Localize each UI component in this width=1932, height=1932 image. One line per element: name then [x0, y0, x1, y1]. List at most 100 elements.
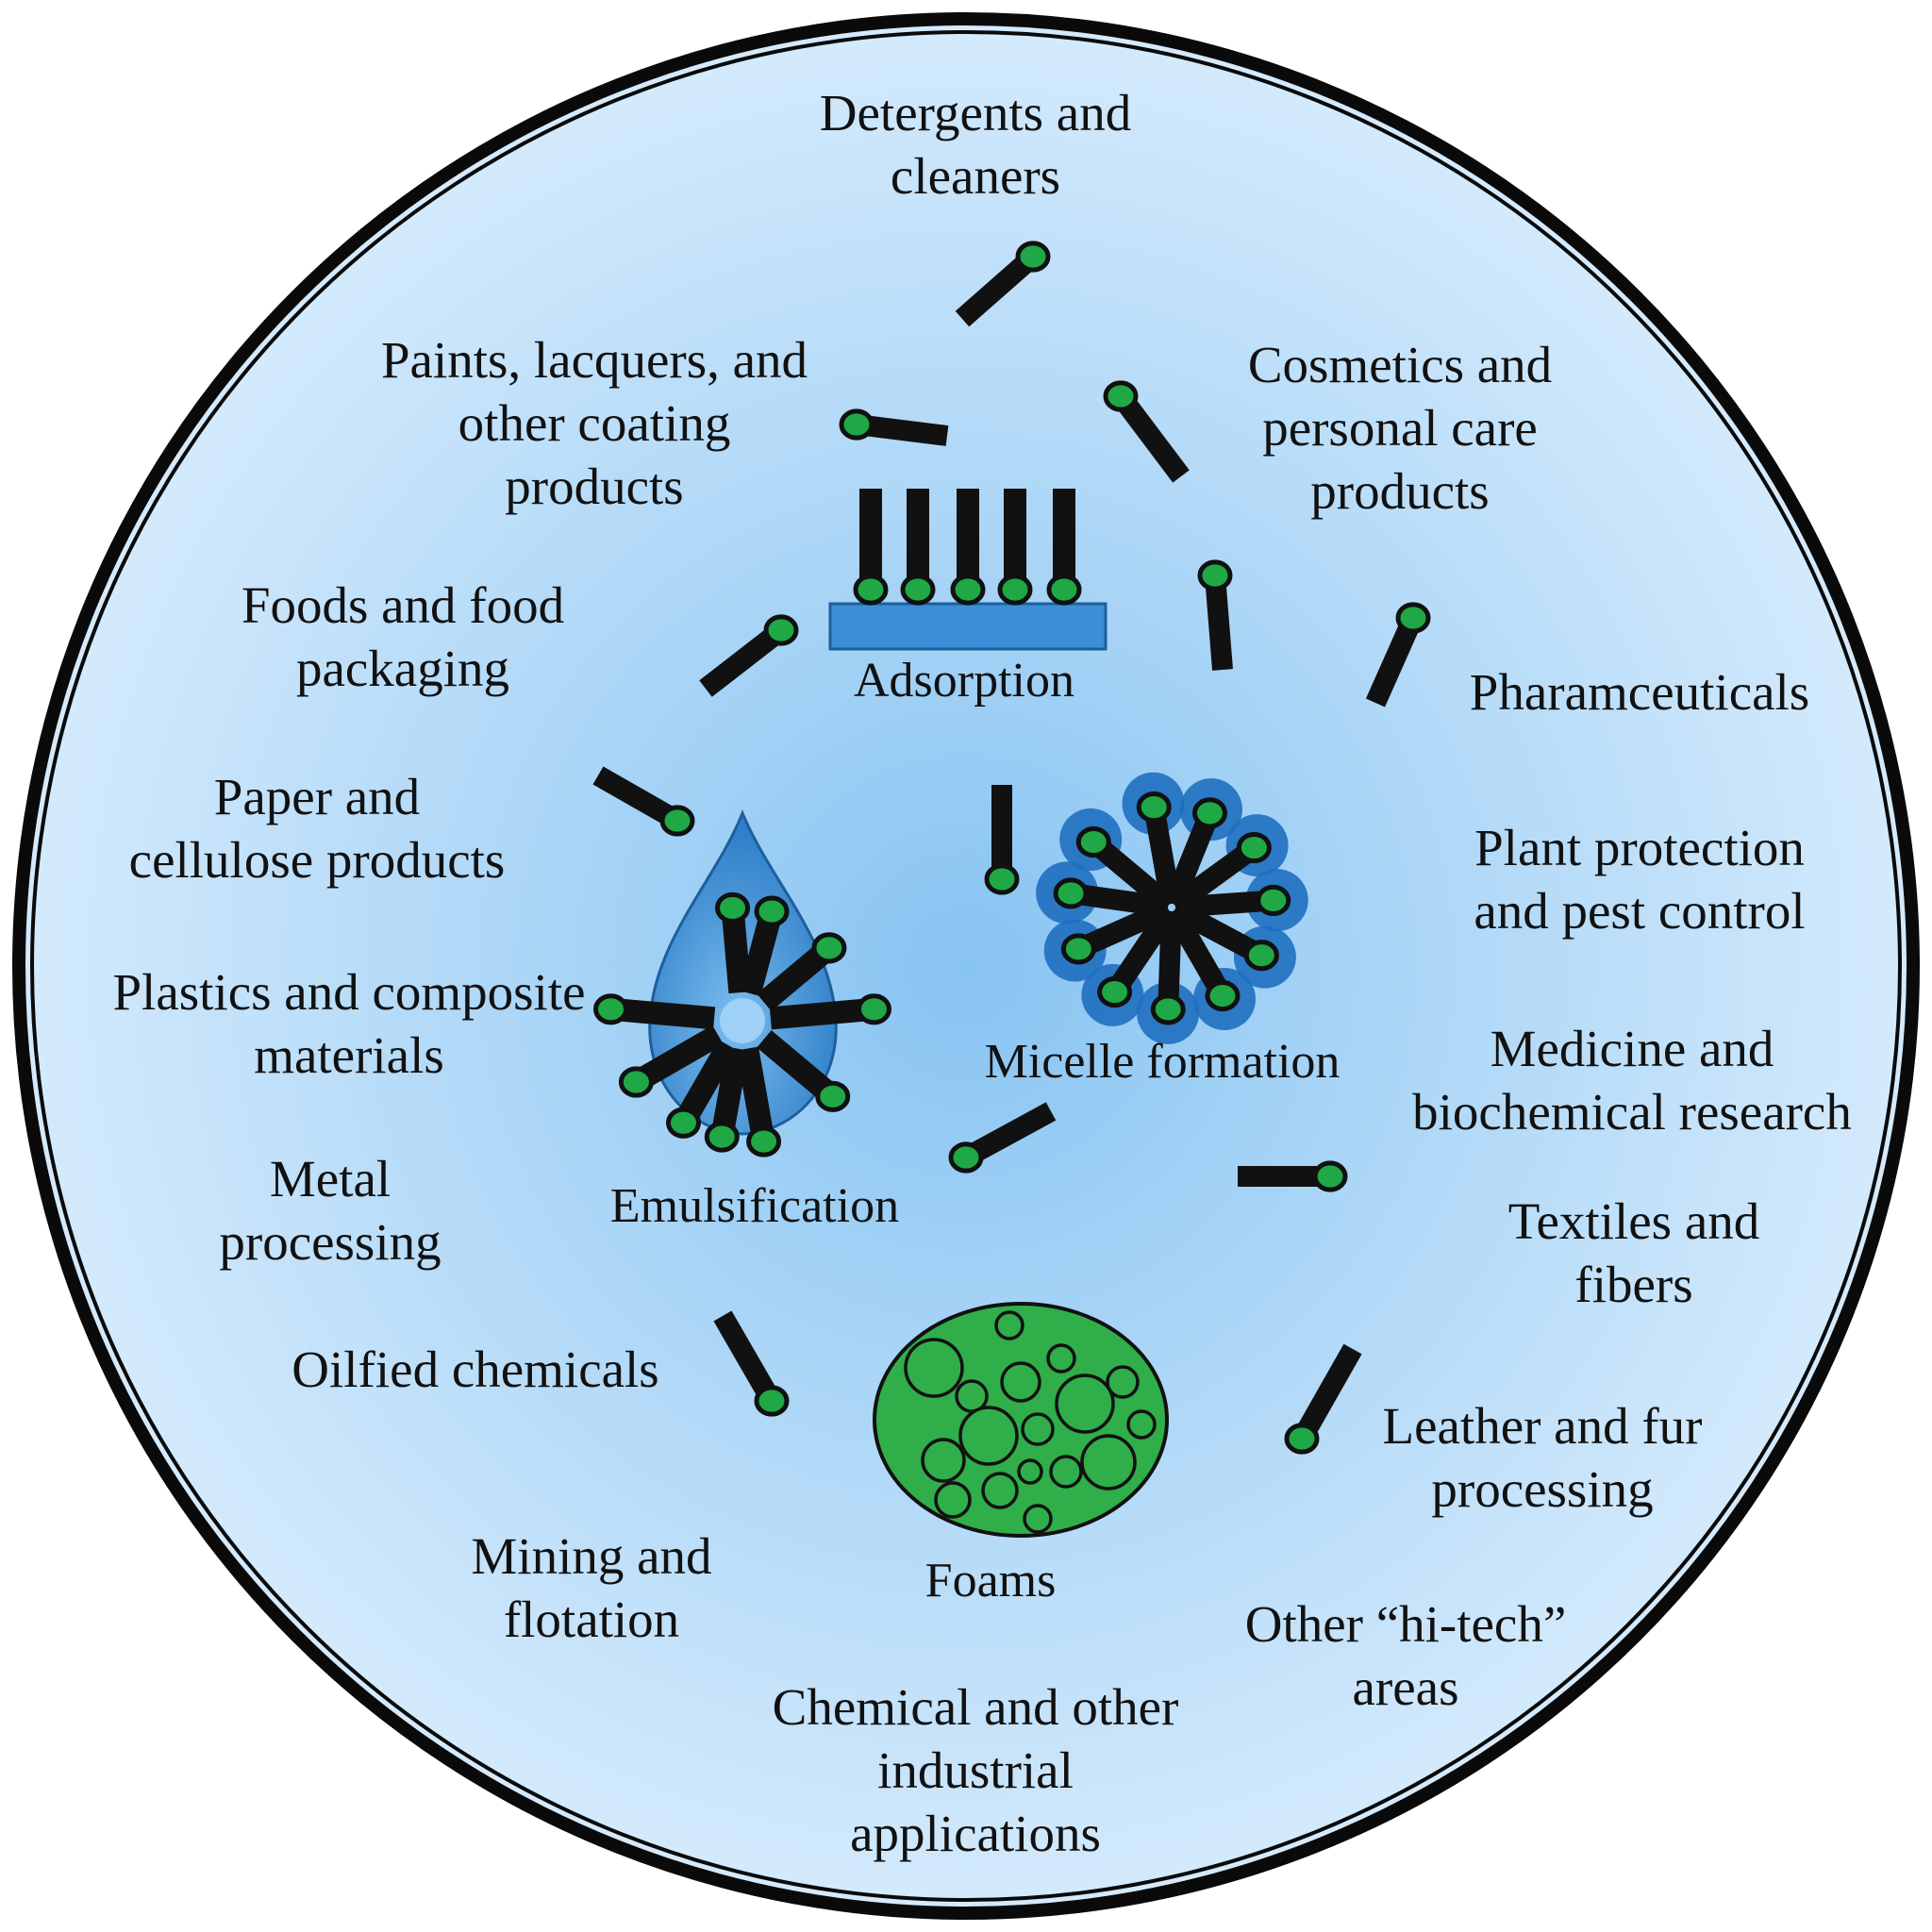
hydrophilic-head — [1236, 831, 1272, 864]
application-label-line: Plant protection — [1474, 819, 1805, 876]
application-label-line: Oilfied chemicals — [291, 1341, 658, 1398]
application-label-line: Paints, lacquers, and — [381, 331, 808, 389]
application-label-line: Plastics and composite — [112, 963, 585, 1021]
free-surfactant — [1103, 380, 1190, 483]
label-micelle-formation: Micelle formation — [985, 1035, 1341, 1089]
application-label-line: packaging — [296, 640, 509, 697]
application-label-line: Chemical and other — [773, 1678, 1179, 1736]
hydrophilic-head — [948, 1141, 984, 1174]
micelle-surfactant — [1097, 905, 1178, 1008]
free-surfactant — [1365, 602, 1431, 708]
free-surfactant — [955, 241, 1051, 327]
application-label-line: Paper and — [214, 768, 420, 825]
hydrophobic-tail — [1112, 390, 1190, 483]
application-label-line: applications — [850, 1805, 1101, 1862]
micelle-surfactant — [1170, 900, 1279, 972]
application-label-line: Pharamceuticals — [1470, 663, 1809, 721]
emulsion-surfactant — [739, 895, 790, 997]
hydrophilic-head — [1136, 791, 1172, 824]
foam-bubble — [1021, 1412, 1055, 1446]
adsorbed-surfactant — [1046, 489, 1082, 606]
hydrophilic-head — [618, 1066, 654, 1098]
micelle-surfactant — [1163, 797, 1227, 908]
application-label-line: and pest control — [1474, 882, 1805, 940]
hydrophilic-head — [1205, 979, 1241, 1012]
foam-bubble — [1049, 1455, 1083, 1489]
hydrophobic-tail — [1205, 575, 1233, 671]
foam-bubble — [981, 1472, 1019, 1509]
application-label: Medicine and biochemical research — [1412, 1020, 1852, 1141]
free-surfactant — [699, 614, 799, 697]
adsorption-figure — [828, 489, 1108, 651]
hydrophilic-head — [1015, 241, 1051, 273]
emulsion-surfactant — [666, 1039, 739, 1139]
label-foams: Foams — [925, 1554, 1057, 1607]
emulsion-surfactant — [736, 1046, 782, 1158]
application-label-line: personal care — [1262, 399, 1538, 457]
hydrophilic-head — [754, 895, 790, 927]
application-label-line: biochemical research — [1412, 1083, 1852, 1141]
free-surfactant — [592, 766, 695, 837]
adsorbed-surfactant — [950, 489, 986, 606]
hydrophobic-tail — [736, 1046, 775, 1144]
inner-rim — [30, 30, 1902, 1902]
free-surfactant — [839, 408, 949, 446]
application-label-line: cleaners — [891, 147, 1060, 205]
foam-bubble — [921, 1438, 966, 1483]
hydrophilic-head — [997, 574, 1033, 606]
micelle-surfactant — [1060, 899, 1173, 965]
hydrophilic-head — [1060, 933, 1096, 965]
foam-bubble — [1106, 1365, 1140, 1399]
emulsion-surfactant — [757, 932, 847, 1011]
adsorption-surface — [828, 602, 1108, 651]
micelle-surfactant — [1168, 831, 1272, 914]
application-label-line: Textiles and — [1508, 1192, 1760, 1250]
foam-bubble — [1000, 1361, 1041, 1403]
hydrophilic-head — [1312, 1160, 1348, 1192]
hydrophilic-head — [1284, 1423, 1320, 1455]
hydrophilic-head — [950, 574, 986, 606]
hydrophilic-head — [659, 805, 695, 837]
hydrophilic-head — [1075, 825, 1111, 858]
hydrophilic-head — [1150, 993, 1186, 1025]
application-label-line: Cosmetics and — [1248, 336, 1552, 393]
foam-bubble — [934, 1481, 972, 1519]
adsorbed-surfactant — [900, 489, 936, 606]
foam-bubble — [1126, 1409, 1157, 1440]
hydrophilic-head — [815, 1080, 851, 1112]
application-label-line: processing — [219, 1213, 441, 1271]
hydrophilic-head — [1046, 574, 1082, 606]
hydrophobic-tail — [1158, 910, 1182, 1010]
application-label-line: Medicine and — [1491, 1020, 1774, 1077]
foam-bubble — [1023, 1504, 1053, 1534]
emulsion-surfactant — [704, 1046, 749, 1153]
free-surfactant — [948, 1102, 1057, 1174]
foam-bubble — [958, 1406, 1019, 1466]
hydrophobic-tail — [713, 1310, 781, 1407]
micelle-figure — [1036, 772, 1308, 1044]
hydrophilic-head — [746, 1125, 782, 1158]
hydrophilic-head — [1103, 380, 1139, 412]
hydrophilic-head — [1197, 559, 1233, 591]
hydrophilic-head — [1097, 975, 1133, 1008]
micelle-surfactant — [1174, 884, 1291, 918]
application-label: Plant protection and pest control — [1474, 819, 1805, 940]
free-surfactant-molecules — [592, 241, 1431, 1455]
application-label-line: industrial — [877, 1741, 1074, 1799]
adsorbed-surfactant — [853, 489, 889, 606]
application-label-line: products — [505, 458, 683, 515]
hydrophilic-head — [704, 1121, 740, 1153]
micelle-surfactant — [1136, 791, 1182, 906]
application-label-line: cellulose products — [129, 831, 506, 889]
application-label-line: products — [1310, 462, 1489, 520]
